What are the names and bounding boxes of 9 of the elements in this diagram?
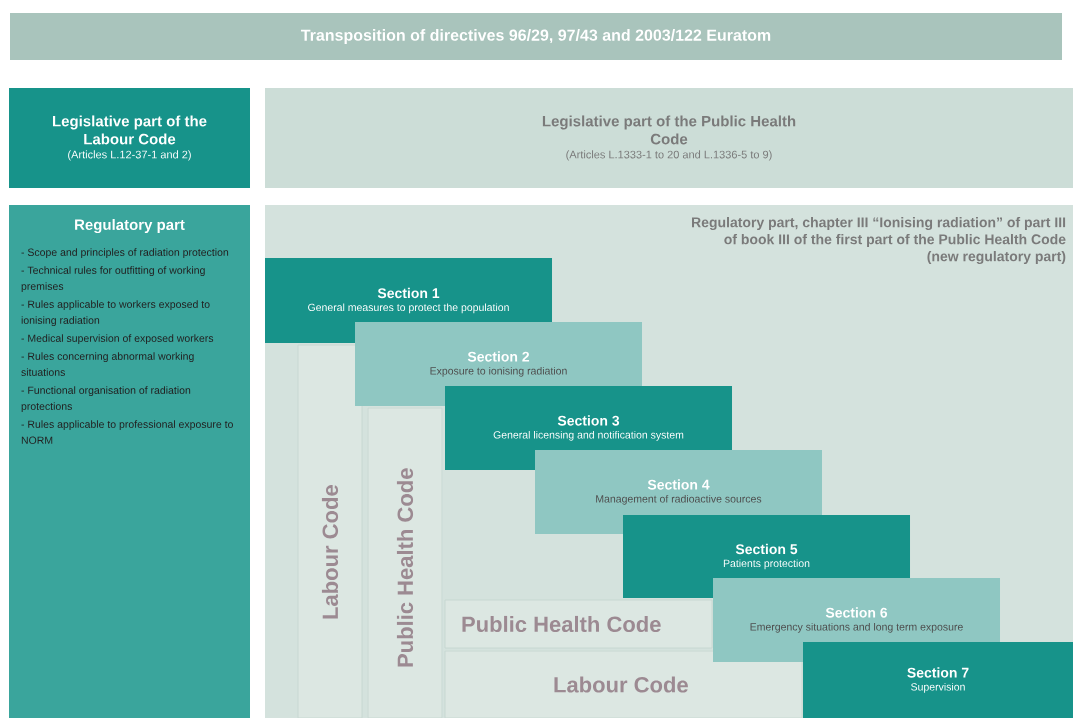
code-band: Public Health Code xyxy=(367,407,443,718)
code-band: Labour Code xyxy=(444,650,803,718)
legislative-box: Legislative part of the Public Health Code (Articles L.1333-1 to 20 and L.1336-5 to 9) xyxy=(265,88,1073,188)
legislative-box: Legislative part of the Labour Code (Articles L.12-37-1 and 2) xyxy=(9,88,250,188)
regulatory-panel: Regulatory part - Scope and principles of radiation protection - Technical rules for outfitting of working premises - Rules applicable to workers exposed to ionising radiation - Medical supervision of exposed workers - Rules concerning abnormal working situations - Functional organisation of radiation protections - Rules applicable to professional exposure to NORM xyxy=(9,205,250,718)
code-band: Labour Code xyxy=(297,344,363,718)
title-banner: Transposition of directives 96/29, 97/43 and 2003/122 Euratom xyxy=(10,13,1062,60)
section-box: Section 7 Supervision xyxy=(803,642,1073,718)
code-band: Public Health Code xyxy=(444,599,713,649)
